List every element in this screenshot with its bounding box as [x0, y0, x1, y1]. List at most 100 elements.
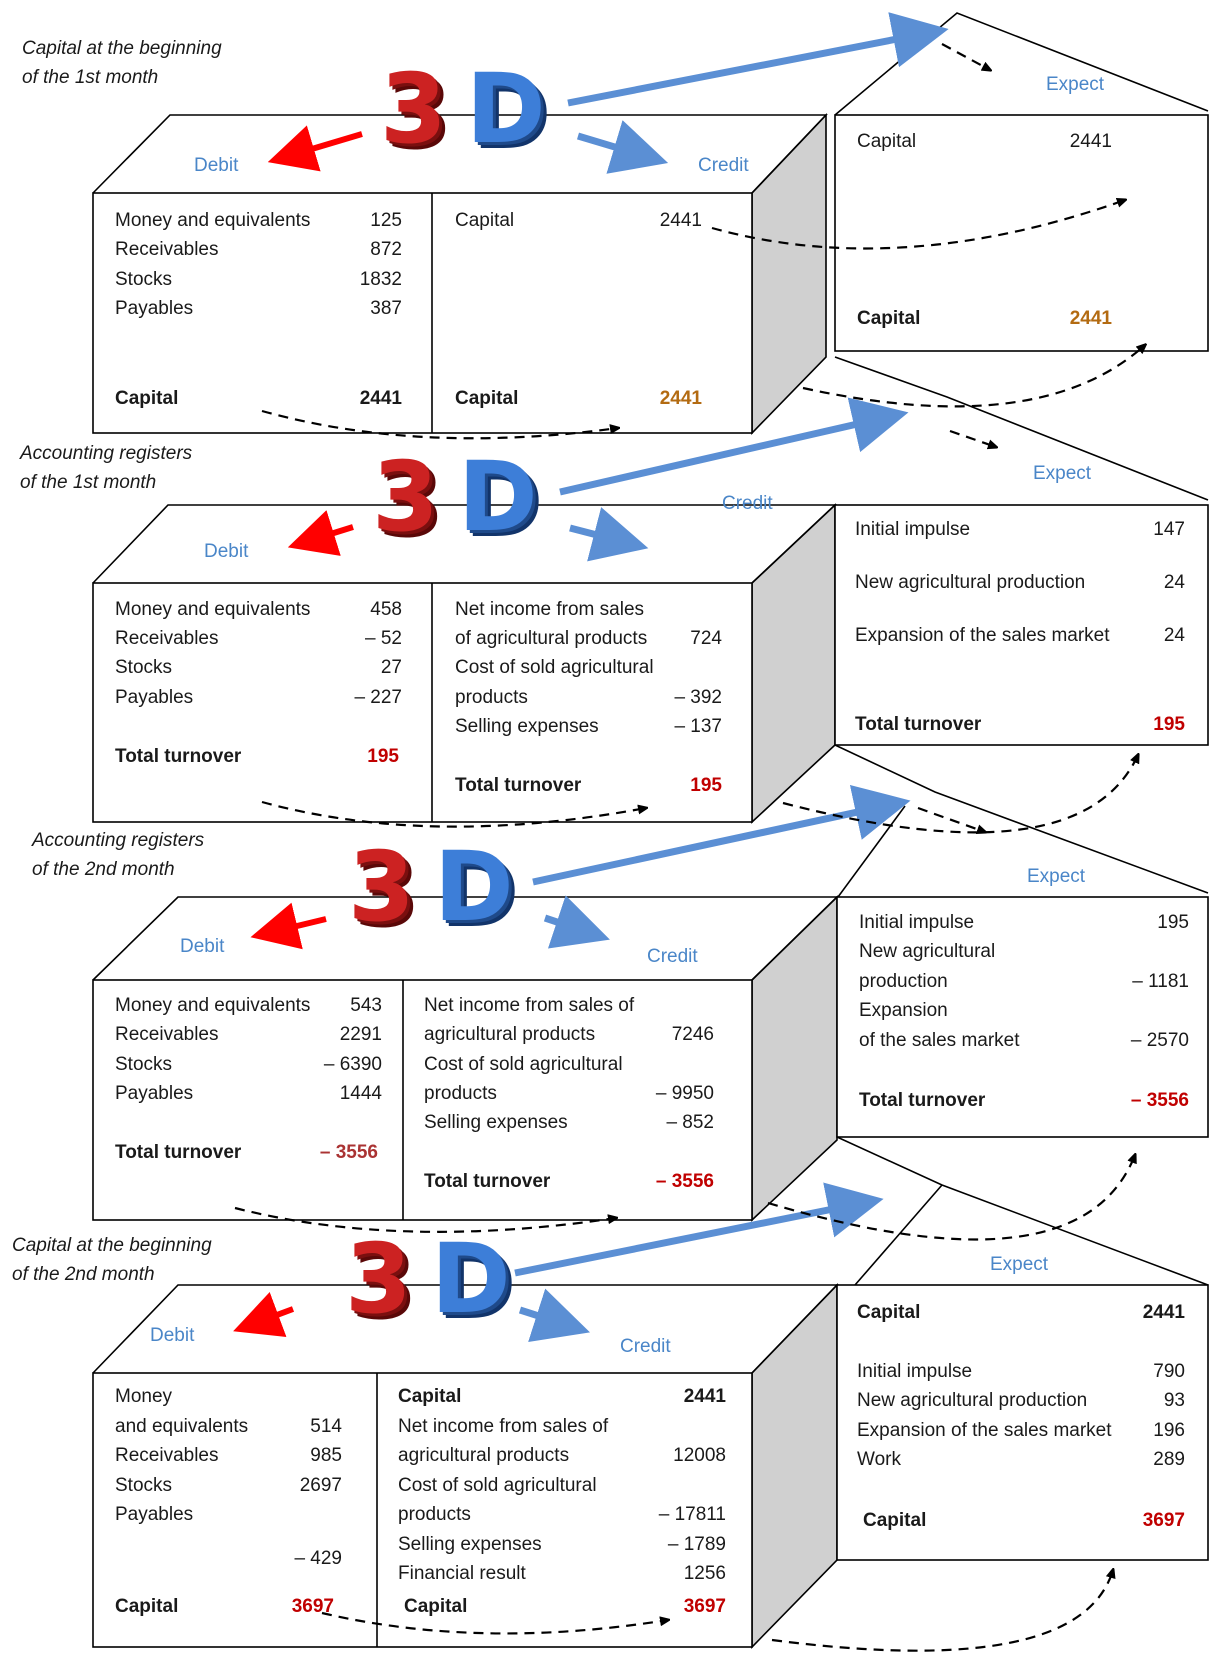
- block4-debit-line: Receivables: [115, 1445, 219, 1466]
- block4-debit-line: Money: [115, 1386, 173, 1407]
- block2-debit-value: – 52: [365, 628, 402, 649]
- block2-front: [92, 582, 753, 823]
- block2-expect-value: 24: [1163, 625, 1185, 646]
- block3-expect-line: New agricultural: [859, 941, 996, 962]
- 3d-logo-letter: D: [458, 441, 538, 553]
- block3-credit-value: 7246: [671, 1024, 714, 1045]
- block2-expect-value: 24: [1163, 572, 1185, 593]
- block3-expect-value: 195: [1157, 912, 1189, 933]
- dashed-arrow-10: [767, 1155, 1135, 1241]
- block3-debit-label: Money and equivalents: [115, 995, 311, 1016]
- block3-debit-total-label: Total turnover: [115, 1142, 242, 1163]
- block3-credit-total-value: – 3556: [655, 1171, 714, 1192]
- block2-expect-roof: [834, 356, 1209, 501]
- caption-1b: of the 1st month: [22, 67, 159, 88]
- blue-arrow-expect-3: [532, 785, 911, 886]
- block3-credit-line: Selling expenses: [424, 1112, 568, 1133]
- block4-credit-value: – 1789: [667, 1534, 726, 1555]
- block2-debit-label: Receivables: [115, 628, 219, 649]
- debit-header-3: Debit: [180, 936, 225, 957]
- dashed-arrow-6: [261, 800, 646, 828]
- block1-expect-total-label: Capital: [857, 308, 921, 329]
- block2-debit-value: 458: [370, 599, 402, 620]
- block3-credit-value: – 9950: [655, 1083, 714, 1104]
- block1-debit-value: 872: [370, 239, 402, 260]
- dashed-arrow-7: [782, 755, 1138, 834]
- block3-expect-line: Initial impulse: [859, 912, 975, 933]
- block3-debit-label: Stocks: [115, 1054, 173, 1075]
- block1-debit-label: Payables: [115, 298, 194, 319]
- block2-expect-label: Expansion of the sales market: [855, 625, 1110, 646]
- block4-credit-total-label: Capital: [404, 1596, 468, 1617]
- block2-credit-total-value: 195: [690, 775, 722, 796]
- blue-arrow-credit-3: [543, 895, 610, 949]
- caption-2: Accounting registers: [20, 443, 193, 464]
- block2-credit-line: Net income from sales: [455, 599, 645, 620]
- block4-expect-value: 93: [1163, 1390, 1185, 1411]
- block2-side-face: [751, 503, 836, 824]
- block4-credit-capital-label: Capital: [398, 1386, 462, 1407]
- block2-debit-total-label: Total turnover: [115, 746, 242, 767]
- red-arrow-debit-3: [250, 902, 327, 950]
- block4-side-face: [751, 1283, 838, 1649]
- block4-credit-line: Selling expenses: [398, 1534, 542, 1555]
- caption-3: Accounting registers: [32, 830, 205, 851]
- block2-credit-value: 724: [690, 628, 722, 649]
- block4-debit-value: 2697: [299, 1475, 342, 1496]
- block1-debit-total-label: Capital: [115, 388, 179, 409]
- block2-debit-label: Money and equivalents: [115, 599, 311, 620]
- block2-credit-line: Cost of sold agricultural: [455, 657, 654, 678]
- block2-expect-total-label: Total turnover: [855, 714, 982, 735]
- block4-credit-total-value: 3697: [683, 1596, 726, 1617]
- block3-debit-total-value: – 3556: [319, 1142, 378, 1163]
- dashed-arrow-5: [949, 429, 996, 447]
- block1-expect-value: 2441: [1069, 131, 1112, 152]
- dashed-arrow-1: [941, 43, 990, 70]
- block3-side-face: [751, 895, 838, 1222]
- block4-credit-value: 12008: [673, 1445, 726, 1466]
- block1-side-face: [751, 112, 827, 435]
- block4-expect-box: [836, 1284, 1209, 1561]
- 3d-logo-letter: D: [466, 53, 546, 165]
- dashed-arrow-3: [261, 409, 618, 440]
- block4-credit-value: 1256: [683, 1563, 726, 1584]
- credit-header-2: Credit: [722, 493, 773, 514]
- block4-debit-total-label: Capital: [115, 1596, 179, 1617]
- expect-header-1: Expect: [1046, 74, 1105, 95]
- block3-credit-value: – 852: [666, 1112, 714, 1133]
- caption-1: Capital at the beginning: [22, 38, 222, 59]
- block4-top-outline: [92, 1284, 839, 1374]
- block1-top-outline: [92, 114, 828, 194]
- block3-debit-value: 2291: [339, 1024, 382, 1045]
- 3d-logo-digit: 3: [372, 441, 439, 553]
- debit-header-2: Debit: [204, 541, 249, 562]
- blue-arrow-expect-1: [567, 12, 949, 107]
- block4-credit-line: Financial result: [398, 1563, 526, 1584]
- block4-debit-value: 985: [310, 1445, 342, 1466]
- block4-credit-line: Net income from sales of: [398, 1416, 609, 1437]
- blue-arrow-expect-2: [559, 397, 909, 496]
- block4-expect-capital-label: Capital: [857, 1302, 921, 1323]
- block4-expect-value: 790: [1153, 1361, 1185, 1382]
- block4-expect-label: Work: [857, 1449, 901, 1470]
- dashed-arrow-11: [321, 1611, 668, 1635]
- block3-expect-line: of the sales market: [859, 1030, 1020, 1051]
- block4-credit-line: products: [398, 1504, 471, 1525]
- dashed-arrow-4: [802, 345, 1145, 408]
- block4-expect-capital-value: 2441: [1142, 1302, 1185, 1323]
- block3-debit-label: Payables: [115, 1083, 194, 1104]
- block1-credit-value: 2441: [659, 210, 702, 231]
- block2-debit-label: Payables: [115, 687, 194, 708]
- block3-expect-total-label: Total turnover: [859, 1090, 986, 1111]
- block3-top-outline: [92, 896, 839, 981]
- block4-expect-value: 196: [1153, 1420, 1185, 1441]
- block4-expect-label: New agricultural production: [857, 1390, 1088, 1411]
- red-arrow-debit-4: [233, 1292, 295, 1338]
- block4-credit-line: Cost of sold agricultural: [398, 1475, 597, 1496]
- caption-2b: of the 1st month: [20, 472, 157, 493]
- block1-debit-value: 125: [370, 210, 402, 231]
- block3-debit-value: – 6390: [323, 1054, 382, 1075]
